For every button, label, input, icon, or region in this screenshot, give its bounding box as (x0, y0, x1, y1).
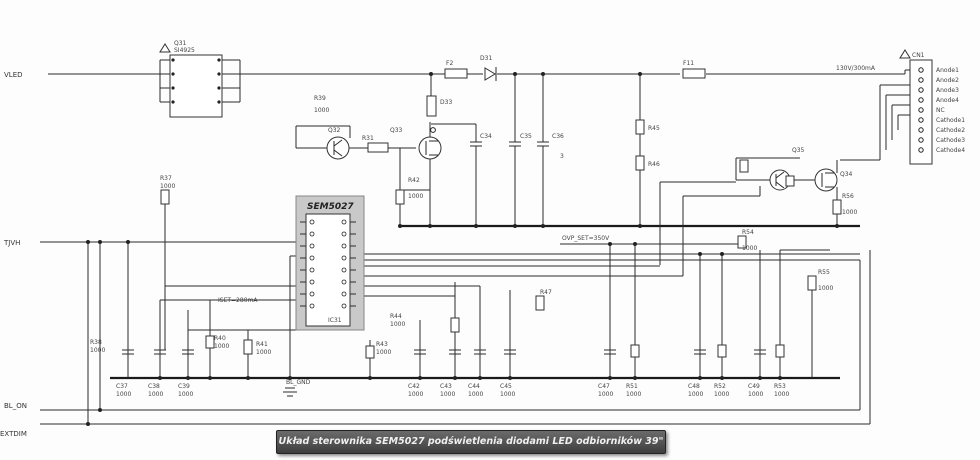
svg-text:1000: 1000 (468, 391, 483, 398)
connector-pin-4: Anode4 (936, 97, 959, 104)
svg-text:C37: C37 (116, 383, 128, 390)
connector-pin-1: Anode1 (936, 67, 959, 74)
svg-text:1000: 1000 (688, 391, 703, 398)
svg-text:Q35: Q35 (792, 147, 805, 154)
svg-text:1000: 1000 (148, 391, 163, 398)
svg-text:R44: R44 (390, 313, 402, 320)
svg-text:R55: R55 (818, 269, 830, 276)
svg-text:C47: C47 (598, 383, 610, 390)
svg-text:R41: R41 (256, 341, 268, 348)
svg-text:1000: 1000 (440, 391, 455, 398)
svg-text:1000: 1000 (714, 391, 729, 398)
svg-text:1000: 1000 (408, 193, 423, 200)
schematic-caption: Układ sterownika SEM5027 podświetlenia d… (276, 430, 666, 454)
connector-pin-3: Anode3 (936, 87, 959, 94)
ic-part-label: SEM5027 (307, 202, 354, 212)
svg-text:C43: C43 (440, 383, 452, 390)
svg-text:Q33: Q33 (390, 127, 403, 134)
svg-text:C48: C48 (688, 383, 700, 390)
net-label-tjvh: TJVH (3, 239, 20, 247)
svg-text:1000: 1000 (160, 183, 175, 190)
svg-text:1000: 1000 (376, 349, 391, 356)
svg-text:1000: 1000 (818, 285, 833, 292)
svg-text:Q31: Q31 (174, 40, 187, 47)
svg-text:R46: R46 (648, 161, 660, 168)
svg-text:IC31: IC31 (328, 317, 342, 324)
svg-text:1000: 1000 (742, 245, 757, 252)
svg-text:1000: 1000 (500, 391, 515, 398)
svg-text:1000: 1000 (256, 349, 271, 356)
svg-text:1000: 1000 (774, 391, 789, 398)
connector-pin-8: Cathode3 (936, 137, 965, 144)
svg-text:1000: 1000 (408, 391, 423, 398)
svg-text:C36: C36 (552, 133, 564, 140)
svg-text:R56: R56 (842, 193, 854, 200)
svg-text:R42: R42 (408, 177, 420, 184)
svg-text:1000: 1000 (626, 391, 641, 398)
svg-text:C39: C39 (178, 383, 190, 390)
svg-text:CN1: CN1 (912, 52, 925, 59)
svg-text:R52: R52 (714, 383, 726, 390)
svg-text:1000: 1000 (178, 391, 193, 398)
svg-text:1000: 1000 (214, 343, 229, 350)
svg-text:1000: 1000 (842, 209, 857, 216)
svg-text:Q34: Q34 (840, 171, 853, 178)
svg-text:1000: 1000 (748, 391, 763, 398)
svg-text:C49: C49 (748, 383, 760, 390)
svg-text:C38: C38 (148, 383, 160, 390)
svg-text:F11: F11 (683, 60, 694, 67)
svg-text:D31: D31 (480, 55, 492, 62)
note-bl-gnd: BL_GND (286, 379, 311, 386)
net-label-extdim: EXTDIM (0, 430, 27, 438)
svg-text:R39: R39 (314, 95, 326, 102)
svg-text:R31: R31 (362, 135, 374, 142)
svg-text:1000: 1000 (314, 107, 329, 114)
svg-text:C35: C35 (520, 133, 532, 140)
svg-text:R45: R45 (648, 125, 660, 132)
svg-text:R37: R37 (160, 175, 172, 182)
svg-text:1000: 1000 (116, 391, 131, 398)
net-label-bl-on: BL_ON (4, 402, 27, 410)
note-top-right: 130V/300mA (836, 65, 876, 72)
svg-text:3: 3 (560, 153, 564, 160)
svg-text:D33: D33 (440, 99, 452, 106)
svg-text:C34: C34 (480, 133, 492, 140)
svg-text:C42: C42 (408, 383, 420, 390)
svg-text:R40: R40 (214, 335, 226, 342)
svg-text:C45: C45 (500, 383, 512, 390)
svg-text:F2: F2 (446, 60, 453, 67)
svg-text:C44: C44 (468, 383, 480, 390)
connector-pin-9: Cathode4 (936, 147, 965, 154)
connector-pin-2: Anode2 (936, 77, 959, 84)
svg-text:R43: R43 (376, 341, 388, 348)
svg-text:Q32: Q32 (328, 127, 341, 134)
svg-text:1000: 1000 (90, 347, 105, 354)
connector-pin-7: Cathode2 (936, 127, 965, 134)
svg-text:R47: R47 (540, 289, 552, 296)
svg-text:SI4925: SI4925 (174, 47, 195, 54)
note-ovp: OVP_SET=350V (562, 235, 610, 242)
svg-text:R53: R53 (774, 383, 786, 390)
svg-text:1000: 1000 (390, 321, 405, 328)
connector-pin-6: Cathode1 (936, 117, 965, 124)
net-label-vled: VLED (4, 71, 23, 79)
svg-text:1000: 1000 (598, 391, 613, 398)
svg-text:R38: R38 (90, 339, 102, 346)
connector-pin-5: NC (936, 107, 945, 114)
svg-text:R54: R54 (742, 229, 754, 236)
note-isense: ISET=280mA (218, 297, 258, 304)
svg-text:R51: R51 (626, 383, 638, 390)
